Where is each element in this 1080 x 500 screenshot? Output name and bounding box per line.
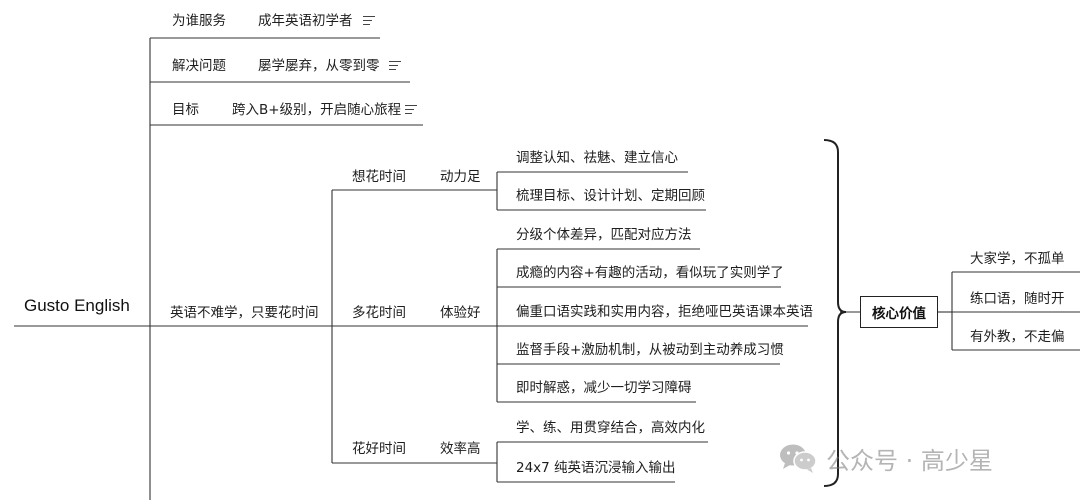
leaf-item[interactable]: 24x7 纯英语沉浸输入输出	[516, 460, 676, 476]
group-quality-label[interactable]: 体验好	[440, 305, 481, 321]
wechat-icon	[780, 444, 817, 473]
group-time-label[interactable]: 想花时间	[352, 169, 406, 185]
group-quality-label[interactable]: 动力足	[440, 169, 481, 185]
root-node[interactable]: Gusto English	[24, 296, 130, 316]
info-category: 为谁服务	[172, 13, 226, 29]
root-label: Gusto English	[24, 296, 130, 315]
summary-point[interactable]: 有外教，不走偏	[970, 329, 1065, 345]
group-quality-label[interactable]: 效率高	[440, 441, 481, 457]
core-value-box[interactable]: 核心价值	[860, 296, 938, 328]
note-icon[interactable]	[363, 16, 375, 26]
leaf-item[interactable]: 偏重口语实践和实用内容，拒绝哑巴英语课本英语	[516, 304, 813, 320]
leaf-item[interactable]: 监督手段+激励机制，从被动到主动养成习惯	[516, 342, 784, 358]
summary-point[interactable]: 大家学，不孤单	[970, 251, 1065, 267]
leaf-item[interactable]: 调整认知、祛魅、建立信心	[516, 150, 678, 166]
leaf-item[interactable]: 成瘾的内容+有趣的活动，看似玩了实则学了	[516, 265, 784, 281]
leaf-item[interactable]: 即时解惑，减少一切学习障碍	[516, 380, 692, 396]
group-time-label[interactable]: 花好时间	[352, 441, 406, 457]
leaf-item[interactable]: 梳理目标、设计计划、定期回顾	[516, 188, 705, 204]
main-branch-label[interactable]: 英语不难学，只要花时间	[170, 305, 319, 321]
group-time-label[interactable]: 多花时间	[352, 305, 406, 321]
watermark: 公众号 · 高少星	[778, 442, 993, 475]
leaf-item[interactable]: 分级个体差异，匹配对应方法	[516, 227, 692, 243]
info-value: 屡学屡弃，从零到零	[258, 58, 380, 74]
note-icon[interactable]	[389, 61, 401, 71]
info-value: 跨入B+级别，开启随心旅程	[232, 102, 402, 118]
leaf-item[interactable]: 学、练、用贯穿结合，高效内化	[516, 420, 705, 436]
info-category: 目标	[172, 102, 199, 118]
watermark-text: 公众号 · 高少星	[826, 446, 993, 475]
info-value: 成年英语初学者	[258, 13, 353, 29]
core-value-label: 核心价值	[872, 306, 926, 322]
note-icon[interactable]	[405, 105, 417, 115]
summary-point[interactable]: 练口语，随时开	[970, 291, 1065, 307]
info-category: 解决问题	[172, 58, 226, 74]
